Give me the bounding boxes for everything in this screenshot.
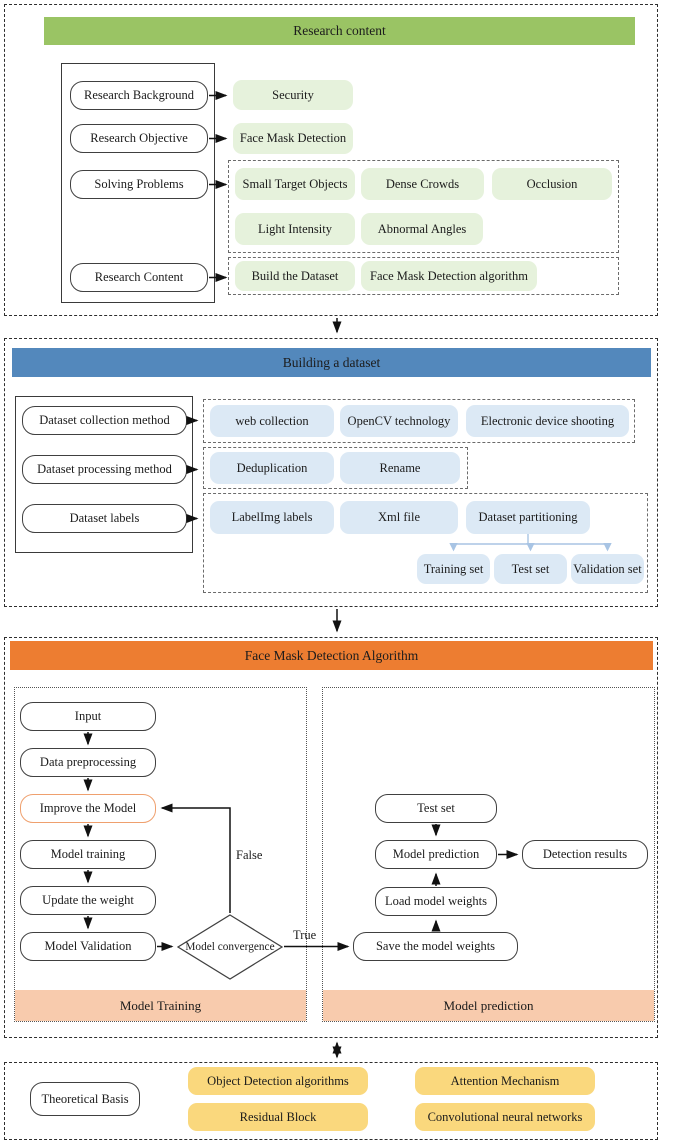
- chip-training-set: Training set: [417, 554, 490, 584]
- chip-small-target-objects: Small Target Objects: [235, 168, 355, 200]
- dataset-labels-group: [203, 493, 648, 593]
- chip-dense-crowds: Dense Crowds: [361, 168, 484, 200]
- chip-dataset-partitioning: Dataset partitioning: [466, 501, 590, 534]
- chip-test-set: Test set: [494, 554, 567, 584]
- chip-occlusion: Occlusion: [492, 168, 612, 200]
- chip-web-collection: web collection: [210, 405, 334, 437]
- model-prediction-panel: Model prediction: [322, 687, 655, 1022]
- research-content-group: [228, 257, 619, 295]
- chip-residual-block: Residual Block: [188, 1103, 368, 1131]
- false-branch-label: False: [236, 848, 263, 862]
- processing-method-group: [203, 447, 468, 489]
- diamond-label: Model convergence: [185, 941, 275, 953]
- chip-validation-set: Validation set: [571, 554, 644, 584]
- chip-opencv-technology: OpenCV technology: [340, 405, 458, 437]
- node-model-prediction: Model prediction: [375, 840, 497, 869]
- node-research-content: Research Content: [70, 263, 208, 292]
- section-header-detection-algorithm: Face Mask Detection Algorithm: [10, 641, 653, 670]
- node-dataset-labels: Dataset labels: [22, 504, 187, 533]
- section-header-building-dataset: Building a dataset: [12, 348, 651, 377]
- node-dataset-collection-method: Dataset collection method: [22, 406, 187, 435]
- node-model-training: Model training: [20, 840, 156, 869]
- node-model-convergence: Model convergence: [176, 914, 284, 980]
- node-model-validation: Model Validation: [20, 932, 156, 961]
- node-theoretical-basis: Theoretical Basis: [30, 1082, 140, 1116]
- chip-electronic-device-shooting: Electronic device shooting: [466, 405, 629, 437]
- chip-abnormal-angles: Abnormal Angles: [361, 213, 483, 245]
- chip-deduplication: Deduplication: [210, 452, 334, 484]
- node-load-model-weights: Load model weights: [375, 887, 497, 916]
- chip-labelimg-labels: LabelImg labels: [210, 501, 334, 534]
- node-dataset-processing-method: Dataset processing method: [22, 455, 187, 484]
- chip-xml-file: Xml file: [340, 501, 458, 534]
- chip-face-mask-detection-algorithm: Face Mask Detection algorithm: [361, 261, 537, 291]
- chip-attention-mechanism: Attention Mechanism: [415, 1067, 595, 1095]
- true-branch-label: True: [293, 928, 317, 942]
- solving-problems-group: [228, 160, 619, 253]
- node-save-model-weights: Save the model weights: [353, 932, 518, 961]
- chip-build-the-dataset: Build the Dataset: [235, 261, 355, 291]
- node-detection-results: Detection results: [522, 840, 648, 869]
- model-training-footer: Model Training: [15, 990, 306, 1021]
- model-prediction-footer: Model prediction: [323, 990, 654, 1021]
- chip-convolutional-neural-networks: Convolutional neural networks: [415, 1103, 595, 1131]
- node-research-objective: Research Objective: [70, 124, 208, 153]
- section-header-research-content: Research content: [44, 17, 635, 45]
- diamond-shape: [176, 914, 284, 980]
- node-data-preprocessing: Data preprocessing: [20, 748, 156, 777]
- node-improve-the-model: Improve the Model: [20, 794, 156, 823]
- node-solving-problems: Solving Problems: [70, 170, 208, 199]
- chip-object-detection-algorithms: Object Detection algorithms: [188, 1067, 368, 1095]
- node-input: Input: [20, 702, 156, 731]
- chip-light-intensity: Light Intensity: [235, 213, 355, 245]
- chip-security: Security: [233, 80, 353, 110]
- chip-face-mask-detection: Face Mask Detection: [233, 123, 353, 154]
- node-research-background: Research Background: [70, 81, 208, 110]
- chip-rename: Rename: [340, 452, 460, 484]
- model-training-panel: Model Training: [14, 687, 307, 1022]
- node-update-the-weight: Update the weight: [20, 886, 156, 915]
- collection-method-group: [203, 399, 635, 443]
- node-test-set: Test set: [375, 794, 497, 823]
